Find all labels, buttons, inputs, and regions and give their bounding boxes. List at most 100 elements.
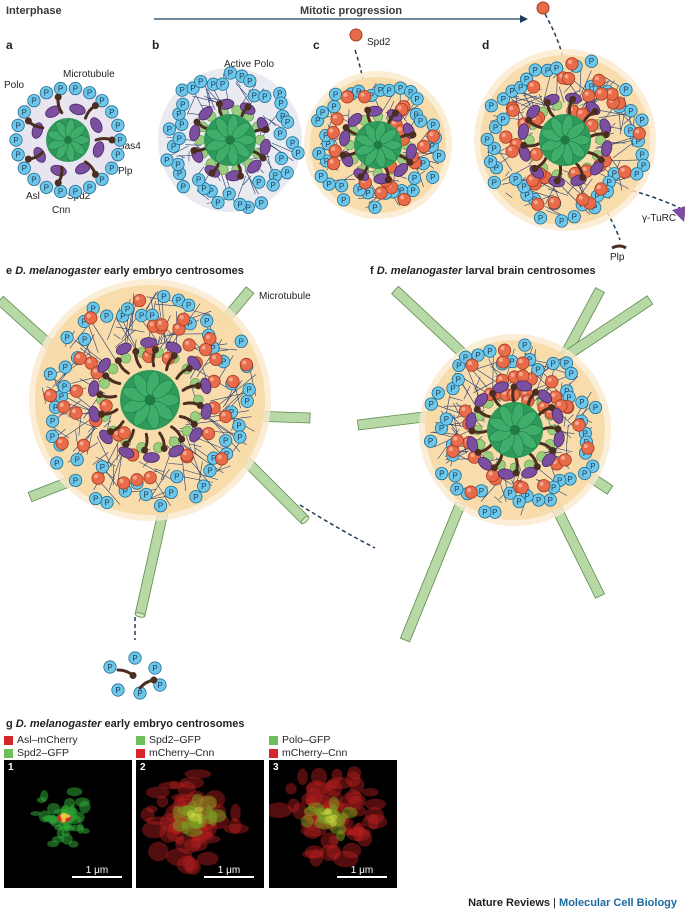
panel-b-phospho-cnn xyxy=(243,74,257,88)
panel-a-centriole xyxy=(46,118,90,162)
panel-a-cnn xyxy=(68,184,83,199)
panel-c-phospho-cnn xyxy=(328,87,343,102)
panel-d-phospho-cnn xyxy=(584,54,599,68)
panel-d-spd2 xyxy=(594,182,608,196)
panel-d-spd2 xyxy=(565,57,579,71)
panel-f-spd2 xyxy=(497,343,512,357)
legend-entry: Spd2–GFP xyxy=(136,734,201,746)
panel-e-spd2 xyxy=(176,312,191,326)
panel-e-polo xyxy=(142,451,160,464)
panel-b-phospho-cnn xyxy=(291,146,305,160)
panel-d-phospho-cnn xyxy=(624,104,638,118)
panel-e-phospho-cnn xyxy=(77,332,92,346)
panel-d-spd2 xyxy=(561,71,576,86)
panel-c-spd2 xyxy=(416,139,431,154)
panel-f-spd2 xyxy=(537,479,551,493)
panel-c-spd2 xyxy=(426,129,440,143)
panel-f-phospho-cnn xyxy=(423,434,438,448)
panel-e-spd2 xyxy=(55,436,69,450)
panel-b-phospho-cnn xyxy=(176,97,190,112)
panel-e-phospho-cnn xyxy=(120,302,135,316)
scale-bar-label: 1 μm xyxy=(85,865,109,876)
panel-d-phospho-cnn xyxy=(496,112,510,126)
panel-b-phospho-cnn xyxy=(258,89,272,104)
panel-c-centriole xyxy=(354,121,402,169)
legend-label: Polo–GFP xyxy=(282,734,331,746)
panel-a-cnn xyxy=(11,118,25,133)
panel-b-phospho-cnn xyxy=(176,179,191,194)
panel-c-spd2 xyxy=(357,89,372,104)
panel-f-spd2 xyxy=(545,375,559,389)
panel-e-spd2 xyxy=(43,388,58,403)
panel-e-letter: e xyxy=(6,265,13,277)
panel-b-phospho-cnn xyxy=(254,196,269,210)
panel-a-cnn xyxy=(17,105,31,119)
panel-d-spd2 xyxy=(576,192,590,207)
panel-c-letter: c xyxy=(313,38,320,52)
panel-c-spd2 xyxy=(330,112,344,126)
panel-d-phospho-cnn xyxy=(484,99,499,113)
legend-label: Spd2–GFP xyxy=(17,747,69,759)
panel-e-spd2 xyxy=(99,399,113,413)
panel-d-phospho-cnn xyxy=(619,82,633,97)
panel-d-spd2 xyxy=(594,87,609,101)
panel-b-phospho-cnn xyxy=(233,197,247,212)
panel-e-phospho-cnn xyxy=(232,418,246,433)
panel-c-phospho-cnn xyxy=(334,179,349,193)
legend-swatch xyxy=(269,735,278,745)
panel-d-spd2 xyxy=(505,144,519,158)
free-spd2-d xyxy=(536,1,550,15)
panel-e-spd2 xyxy=(91,471,105,485)
fragment-cnn xyxy=(111,683,125,697)
label-gamma-turc: γ-TuRC xyxy=(642,213,677,224)
mitotic-progression-label: Mitotic progression xyxy=(300,5,403,17)
panel-c-phospho-cnn xyxy=(407,171,422,185)
legend-entry: Polo–GFP xyxy=(269,734,330,746)
panel-d-phospho-cnn xyxy=(480,132,495,147)
panel-d-spd2 xyxy=(547,196,561,210)
panel-e-phospho-cnn xyxy=(95,460,110,474)
scale-bar: 1 μm xyxy=(72,865,122,880)
panel-b-phospho-cnn xyxy=(252,175,266,189)
panel-d-phospho-cnn xyxy=(508,172,523,186)
panel-f-spd2 xyxy=(464,485,478,499)
panel-e-phospho-cnn xyxy=(189,490,203,504)
panel-c-spd2 xyxy=(328,144,342,158)
panel-a-cnn xyxy=(82,85,97,100)
panel-f-letter: f xyxy=(370,265,374,277)
panel-b-phospho-cnn xyxy=(215,77,230,91)
panel-a-cnn xyxy=(105,105,119,119)
panel-e-phospho-cnn xyxy=(45,414,60,428)
label-active-polo: Active Polo xyxy=(224,59,275,70)
legend-swatch xyxy=(4,748,13,758)
panel-d-phospho-cnn xyxy=(554,214,569,228)
panel-c-phospho-cnn xyxy=(382,83,396,98)
scale-bar-label: 1 μm xyxy=(350,865,374,876)
journal-section: Molecular Cell Biology xyxy=(559,897,677,909)
panel-e-spd2 xyxy=(69,406,83,420)
panel-a-cnn xyxy=(39,180,54,195)
interphase-label: Interphase xyxy=(6,5,62,17)
panel-c-phospho-cnn xyxy=(410,92,424,106)
panel-d-phospho-cnn xyxy=(567,209,581,224)
legend-label: mCherry–Cnn xyxy=(282,747,348,759)
panel-e-spd2 xyxy=(76,438,91,453)
legend-swatch xyxy=(4,735,13,745)
panel-f-spd2 xyxy=(485,468,500,483)
panel-c-phospho-cnn xyxy=(312,146,326,161)
panel-b-phospho-cnn xyxy=(172,131,186,146)
panel-e-spd2 xyxy=(209,352,223,366)
panel-c-phospho-cnn xyxy=(368,200,382,215)
panel-e-spd2 xyxy=(182,338,196,352)
panel-f-phospho-cnn xyxy=(439,412,454,426)
label-plp-d: Plp xyxy=(610,252,625,263)
footer-separator: | xyxy=(550,897,560,909)
legend-label: Asl–mCherry xyxy=(17,734,78,746)
panel-f-spd2 xyxy=(496,355,510,369)
panel-a-cnn xyxy=(39,85,54,100)
panel-e-phospho-cnn xyxy=(100,495,114,510)
scale-bar: 1 μm xyxy=(204,865,254,880)
panel-a-cnn xyxy=(111,118,125,133)
label-plp: Plp xyxy=(118,166,133,177)
